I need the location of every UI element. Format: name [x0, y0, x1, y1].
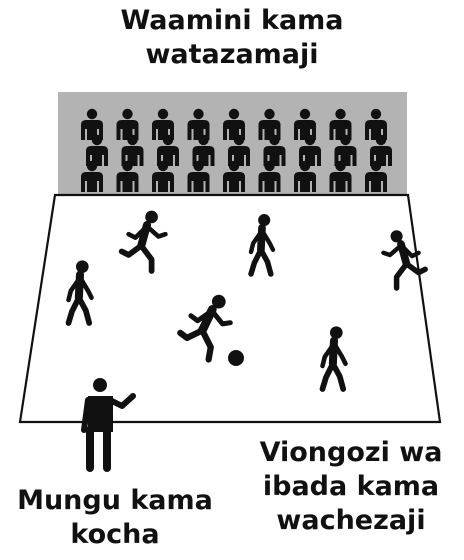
coach-figure — [81, 378, 136, 472]
spectators-label: Waamini kama watazamaji — [120, 5, 344, 70]
soccer-ball-icon — [228, 350, 244, 366]
spectator-crowd — [81, 108, 392, 192]
players-label: Viongozi wa ibada kama wachezaji — [259, 437, 443, 536]
coach-label: Mungu kama kocha — [17, 485, 213, 550]
